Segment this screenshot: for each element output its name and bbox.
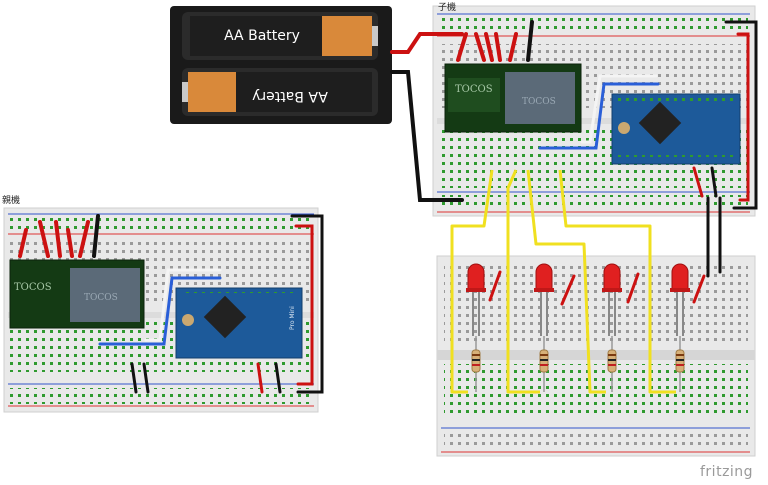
signal-wires-yellow (450, 169, 676, 394)
arduino-pro-mini-child (611, 93, 741, 165)
twelite-label-parent: TOCOS (14, 282, 52, 293)
breadboard-leds (436, 255, 756, 457)
battery-top (190, 16, 378, 56)
battery-top-label: AA Battery (224, 28, 300, 44)
resistor-band (540, 354, 548, 356)
child-label: 子機 (438, 3, 457, 13)
led-rim (602, 288, 622, 292)
led-board-jumpers (488, 270, 706, 306)
arduino-pro-mini-parent: Pro Mini (175, 287, 303, 359)
resistor-band (472, 354, 480, 356)
led-3 (603, 263, 621, 291)
wires-bridge (706, 196, 722, 278)
resistor-band (608, 354, 616, 356)
resistor-band (472, 364, 480, 366)
resistor-band (676, 359, 684, 361)
led-group (466, 263, 690, 392)
resistor-band (676, 364, 684, 366)
led-1 (467, 263, 485, 291)
fritzing-brand: fritzing (700, 464, 754, 480)
arduino-label-parent: Pro Mini (289, 306, 296, 330)
resistor-band (540, 359, 548, 361)
resistor-band (472, 359, 480, 361)
battery-bottom-label: AA Battery (252, 88, 328, 104)
resistor-band (608, 359, 616, 361)
battery-holder: AA Battery AA Battery (170, 6, 392, 124)
battery-bottom (182, 72, 372, 112)
twelite-label-parent-2: TOCOS (84, 293, 118, 303)
wires-parent (18, 214, 324, 394)
resistor-band (676, 354, 684, 356)
twelite-module-parent: TOCOS TOCOS (9, 259, 145, 329)
wires-child (390, 20, 758, 210)
twelite-label-child-2: TOCOS (522, 97, 556, 107)
led-4 (671, 263, 689, 291)
led-rim (466, 288, 486, 292)
twelite-label-child: TOCOS (455, 84, 493, 95)
led-2 (535, 263, 553, 291)
led-rim (534, 288, 554, 292)
led-rim (670, 288, 690, 292)
twelite-module-child: TOCOS TOCOS (444, 63, 582, 133)
resistor-band (540, 364, 548, 366)
resistor-band (608, 364, 616, 366)
parent-label: 親機 (2, 196, 21, 206)
